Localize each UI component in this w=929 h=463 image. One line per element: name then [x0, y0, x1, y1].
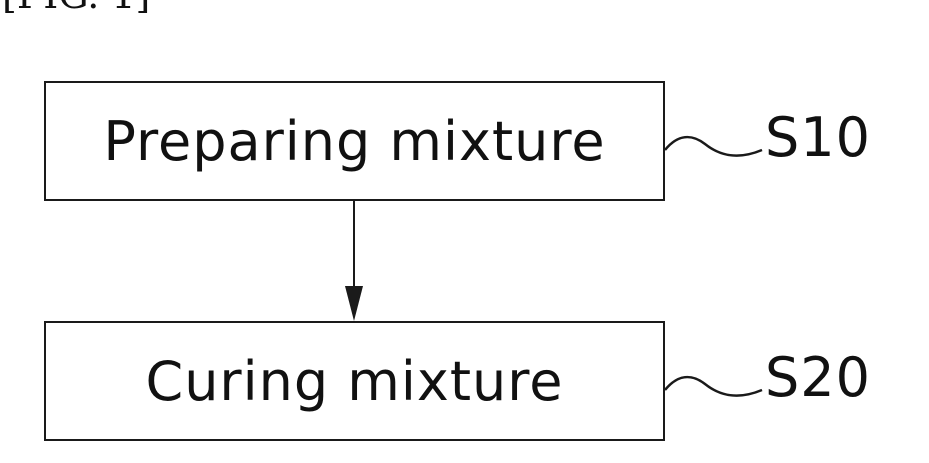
leader-line-s20 [665, 377, 762, 396]
step-tag-s20: S20 [765, 346, 871, 409]
step-tag-s10: S10 [765, 106, 871, 169]
flow-arrow-head [345, 286, 363, 321]
leader-line-s10 [665, 137, 762, 156]
